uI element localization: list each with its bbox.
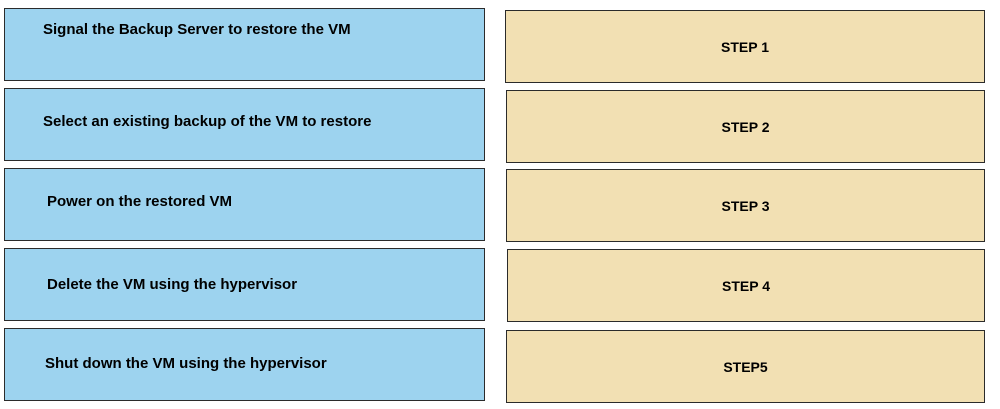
- action-label: Delete the VM using the hypervisor: [47, 276, 298, 293]
- step-target-4[interactable]: STEP 4: [507, 249, 985, 322]
- action-box-power-on-vm[interactable]: Power on the restored VM: [4, 168, 485, 241]
- step-label: STEP 1: [721, 38, 769, 55]
- action-label: Power on the restored VM: [47, 193, 233, 210]
- action-box-shut-down-vm[interactable]: Shut down the VM using the hypervisor: [4, 328, 485, 401]
- step-label: STEP 3: [721, 197, 770, 214]
- action-label: Signal the Backup Server to restore the …: [43, 21, 351, 38]
- step-label: STEP 4: [722, 277, 770, 294]
- step-target-2[interactable]: STEP 2: [506, 90, 985, 163]
- step-label: STEP 2: [721, 118, 770, 135]
- action-label: Select an existing backup of the VM to r…: [43, 113, 372, 130]
- step-target-5[interactable]: STEP5: [506, 330, 985, 403]
- step-target-1[interactable]: STEP 1: [505, 10, 985, 83]
- action-box-signal-backup-server[interactable]: Signal the Backup Server to restore the …: [4, 8, 485, 81]
- step-label: STEP5: [723, 358, 768, 375]
- action-label: Shut down the VM using the hypervisor: [45, 355, 327, 372]
- action-box-select-backup[interactable]: Select an existing backup of the VM to r…: [4, 88, 485, 161]
- step-target-3[interactable]: STEP 3: [506, 169, 985, 242]
- action-box-delete-vm[interactable]: Delete the VM using the hypervisor: [4, 248, 485, 321]
